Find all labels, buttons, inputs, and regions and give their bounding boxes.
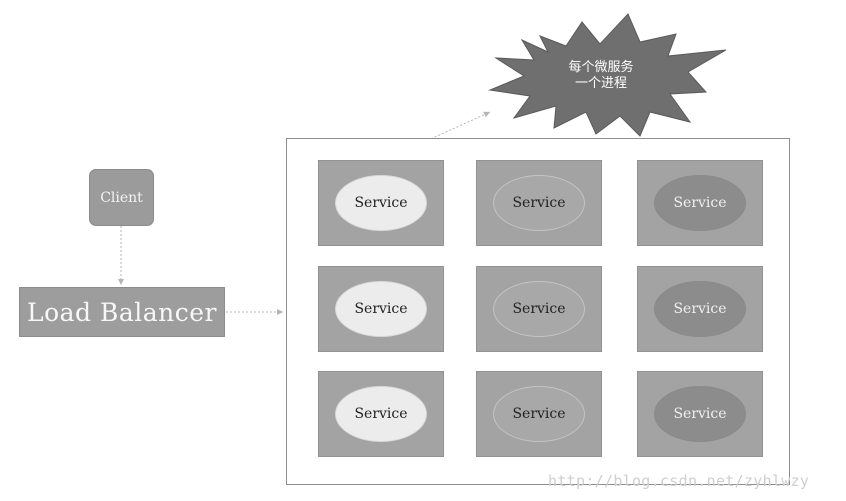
callout-line-1: 每个微服务 — [568, 60, 634, 75]
service-label: Service — [673, 406, 727, 422]
service-node: Service — [654, 175, 746, 231]
service-cell[interactable]: Service — [637, 266, 763, 352]
service-node: Service — [335, 281, 427, 337]
service-node: Service — [654, 386, 746, 442]
callout-starburst — [488, 13, 727, 137]
service-cell[interactable]: Service — [637, 160, 763, 246]
service-node: Service — [493, 281, 585, 337]
service-node: Service — [335, 386, 427, 442]
service-cell[interactable]: Service — [318, 266, 444, 352]
watermark: http://blog.csdn.net/zyhlwzy — [548, 472, 810, 490]
service-node: Service — [493, 386, 585, 442]
service-label: Service — [512, 195, 566, 211]
service-label: Service — [673, 195, 727, 211]
service-cell[interactable]: Service — [476, 266, 602, 352]
service-label: Service — [512, 301, 566, 317]
service-cell[interactable]: Service — [476, 160, 602, 246]
client-label: Client — [100, 189, 143, 206]
callout-line-2: 一个进程 — [574, 76, 627, 91]
service-node: Service — [654, 281, 746, 337]
service-cell[interactable]: Service — [637, 371, 763, 457]
load-balancer-label: Load Balancer — [26, 297, 218, 327]
service-label: Service — [354, 406, 408, 422]
service-label: Service — [673, 301, 727, 317]
service-node: Service — [335, 175, 427, 231]
service-label: Service — [512, 406, 566, 422]
service-label: Service — [354, 301, 408, 317]
load-balancer-box[interactable]: Load Balancer — [19, 287, 225, 337]
service-node: Service — [493, 175, 585, 231]
callout-text: 每个微服务 一个进程 — [541, 60, 661, 92]
client-box[interactable]: Client — [89, 169, 154, 226]
service-cell[interactable]: Service — [318, 160, 444, 246]
service-label: Service — [354, 195, 408, 211]
service-cell[interactable]: Service — [476, 371, 602, 457]
service-cell[interactable]: Service — [318, 371, 444, 457]
